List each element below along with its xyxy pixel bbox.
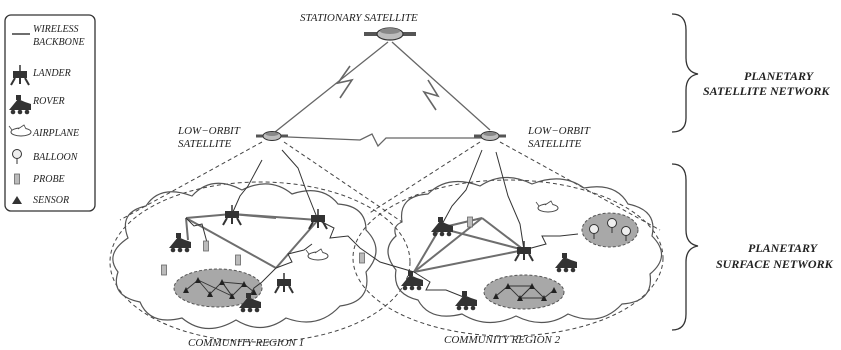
satellite-network-title-1: PLANETARY: [744, 69, 815, 83]
airplane-icon: [535, 200, 559, 213]
sensor-icon: [12, 196, 22, 204]
rover-icon: [401, 271, 423, 291]
low-orbit-left-label-2: SATELLITE: [178, 138, 232, 150]
sensor-mesh-2: [493, 283, 557, 301]
sensor-cluster-1: [173, 268, 263, 308]
satellite-network-brace: [671, 13, 699, 133]
low-orbit-satellite-right-icon: [473, 131, 507, 141]
probe-icon: [161, 264, 167, 276]
lander-icon: [274, 272, 294, 294]
low-orbit-right-label-1: LOW−ORBIT: [527, 125, 591, 137]
probe-icon: [359, 252, 365, 264]
legend-box: [4, 14, 96, 212]
community-region-2-cloud: [387, 176, 663, 324]
legend-backbone-label: BACKBONE: [33, 37, 85, 48]
low-orbit-left-label-1: LOW−ORBIT: [177, 125, 241, 137]
probe-icon: [14, 173, 20, 185]
rover-icon: [555, 253, 577, 273]
coverage-cones: [109, 141, 664, 343]
probe-icon: [203, 240, 209, 252]
satellite-network-title-2: SATELLITE NETWORK: [703, 84, 830, 98]
legend-rover-label: ROVER: [32, 96, 65, 107]
rover-icon: [455, 291, 477, 311]
lander-icon: [222, 204, 242, 226]
legend-sensor-label: SENSOR: [33, 195, 69, 206]
community-region-1-cloud: [112, 182, 377, 330]
legend-airplane-label: AIRPLANE: [32, 128, 79, 139]
surface-network-brace: [671, 163, 699, 331]
community-region-1-label: COMMUNITY REGION 1: [188, 337, 304, 349]
rover-icon: [431, 217, 453, 237]
stationary-satellite-icon: [363, 27, 417, 41]
surface-network-title-2: SURFACE NETWORK: [716, 257, 834, 271]
satellite-links: [274, 41, 491, 148]
legend: WIRELESS BACKBONE LANDER ROVER AIRPLANE …: [4, 14, 96, 212]
probe-icon: [235, 254, 241, 266]
sensor-mesh-1: [183, 277, 257, 299]
surface-network-title-1: PLANETARY: [748, 241, 819, 255]
airplane-icon: [305, 248, 329, 261]
balloon-cluster: [581, 212, 639, 248]
probe-icon: [467, 216, 473, 228]
legend-lander-label: LANDER: [32, 68, 71, 79]
legend-probe-label: PROBE: [32, 174, 65, 185]
community-region-2-label: COMMUNITY REGION 2: [444, 334, 561, 346]
legend-wireless-label: WIRELESS: [33, 24, 79, 35]
lander-icon: [308, 208, 328, 230]
low-orbit-satellite-left-icon: [255, 131, 289, 141]
legend-balloon-label: BALLOON: [33, 152, 79, 163]
low-orbit-right-label-2: SATELLITE: [528, 138, 582, 150]
stationary-satellite-label: STATIONARY SATELLITE: [300, 12, 418, 24]
